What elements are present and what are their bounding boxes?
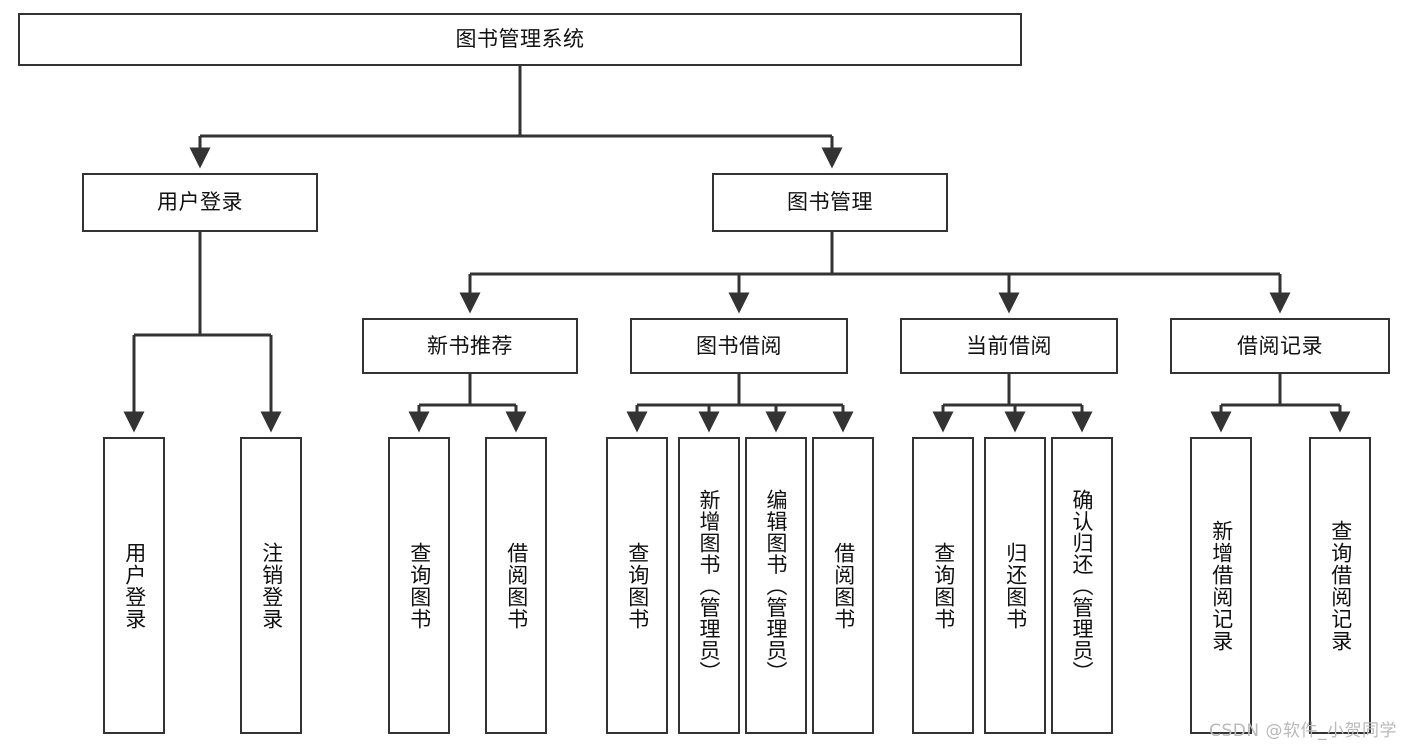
node-leaf-logout[interactable]: 注销登录 <box>240 437 302 734</box>
node-current-borrow-label: 当前借阅 <box>966 333 1052 358</box>
node-user-login[interactable]: 用户登录 <box>82 173 318 232</box>
node-root[interactable]: 图书管理系统 <box>18 13 1022 66</box>
node-book-borrow-label: 图书借阅 <box>696 333 782 358</box>
node-leaf-user-login-label: 用户登录 <box>122 541 147 630</box>
node-book-manage[interactable]: 图书管理 <box>712 173 948 232</box>
node-leaf-edit-book-label: 编辑图书（管理员） <box>764 488 789 683</box>
node-leaf-add-record[interactable]: 新增借阅记录 <box>1190 437 1252 734</box>
node-leaf-user-login[interactable]: 用户登录 <box>103 437 165 734</box>
node-borrow-record-label: 借阅记录 <box>1237 333 1323 358</box>
node-borrow-record[interactable]: 借阅记录 <box>1170 318 1390 374</box>
node-leaf-query-book-1[interactable]: 查询图书 <box>388 437 450 734</box>
node-leaf-confirm-return[interactable]: 确认归还（管理员） <box>1051 437 1113 734</box>
node-leaf-query-book-3-label: 查询图书 <box>931 541 956 630</box>
node-leaf-query-record[interactable]: 查询借阅记录 <box>1309 437 1371 734</box>
csdn-watermark: CSDN @软件_小贺同学 <box>1209 721 1397 741</box>
node-new-book-rec[interactable]: 新书推荐 <box>362 318 578 374</box>
node-book-borrow[interactable]: 图书借阅 <box>630 318 848 374</box>
node-new-book-rec-label: 新书推荐 <box>427 333 513 358</box>
node-user-login-label: 用户登录 <box>157 190 243 215</box>
node-leaf-query-book-2[interactable]: 查询图书 <box>606 437 668 734</box>
node-leaf-add-book[interactable]: 新增图书（管理员） <box>678 437 740 734</box>
node-leaf-logout-label: 注销登录 <box>259 541 284 630</box>
node-leaf-borrow-book-2[interactable]: 借阅图书 <box>812 437 874 734</box>
node-leaf-borrow-book-1[interactable]: 借阅图书 <box>485 437 547 734</box>
node-leaf-return-book[interactable]: 归还图书 <box>984 437 1046 734</box>
node-root-label: 图书管理系统 <box>455 27 585 52</box>
node-leaf-edit-book[interactable]: 编辑图书（管理员） <box>745 437 807 734</box>
node-current-borrow[interactable]: 当前借阅 <box>900 318 1118 374</box>
node-leaf-borrow-book-1-label: 借阅图书 <box>504 541 529 630</box>
node-leaf-confirm-return-label: 确认归还（管理员） <box>1070 488 1095 683</box>
node-leaf-query-book-1-label: 查询图书 <box>407 541 432 630</box>
node-leaf-query-book-3[interactable]: 查询图书 <box>912 437 974 734</box>
node-leaf-query-record-label: 查询借阅记录 <box>1328 519 1353 652</box>
node-book-manage-label: 图书管理 <box>787 190 873 215</box>
node-leaf-borrow-book-2-label: 借阅图书 <box>831 541 856 630</box>
node-leaf-query-book-2-label: 查询图书 <box>625 541 650 630</box>
node-leaf-return-book-label: 归还图书 <box>1003 541 1028 630</box>
node-leaf-add-record-label: 新增借阅记录 <box>1209 519 1234 652</box>
node-leaf-add-book-label: 新增图书（管理员） <box>697 488 722 683</box>
